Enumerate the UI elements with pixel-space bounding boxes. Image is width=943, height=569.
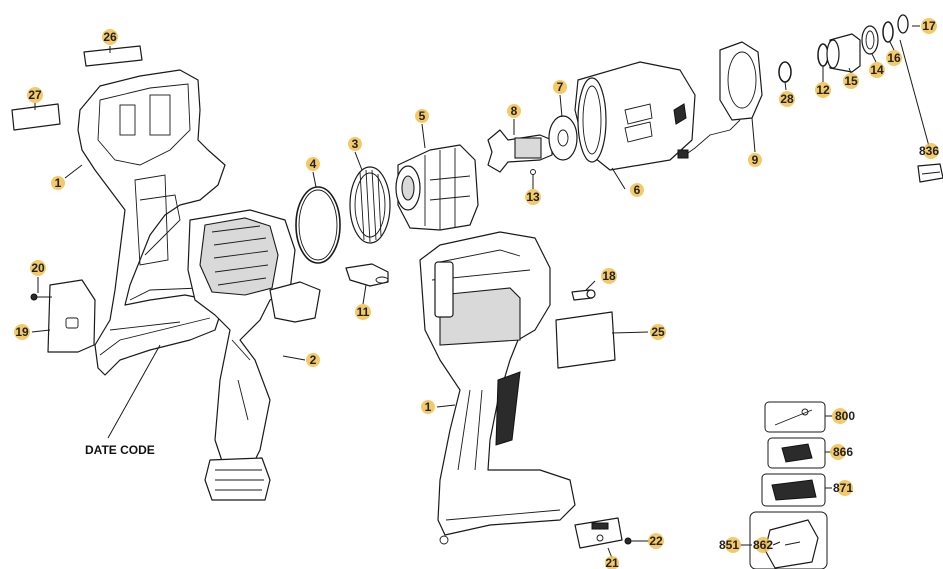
side-cover-19: [47, 279, 96, 353]
svg-text:7: 7: [557, 80, 564, 94]
callout-26: 26: [102, 29, 118, 45]
callout-6: 6: [630, 183, 644, 197]
label-plate-26: [83, 45, 143, 67]
date-code-label: DATE CODE: [85, 443, 155, 457]
left-housing-half: [77, 69, 226, 376]
svg-text:25: 25: [651, 325, 665, 339]
svg-text:20: 20: [31, 261, 45, 275]
callout-851: 851: [719, 537, 741, 553]
svg-text:1: 1: [425, 400, 432, 414]
callout-17: 17: [921, 18, 937, 34]
callout-3: 3: [348, 137, 362, 151]
svg-text:866: 866: [833, 445, 853, 459]
callout-8: 8: [507, 104, 521, 118]
callout-1-left: 1: [51, 176, 65, 190]
callout-7: 7: [553, 80, 567, 94]
belt-clip-21: [574, 517, 623, 549]
washer-7: [548, 115, 578, 161]
svg-text:12: 12: [816, 83, 830, 97]
callout-18: 18: [601, 268, 617, 284]
callout-27: 27: [27, 87, 43, 103]
svg-text:28: 28: [780, 92, 794, 106]
callout-25: 25: [650, 324, 666, 340]
ring-17: [897, 14, 909, 34]
callout-21: 21: [605, 556, 619, 569]
callout-800: 800: [832, 408, 855, 424]
svg-text:851: 851: [719, 538, 739, 552]
motor-handle-assembly: [187, 209, 321, 501]
assembled-tool: [419, 231, 576, 545]
o-ring-28: [778, 61, 792, 83]
callout-9: 9: [748, 153, 762, 167]
svg-text:13: 13: [526, 190, 540, 204]
callout-11: 11: [355, 304, 371, 320]
callout-15: 15: [843, 73, 859, 89]
svg-text:26: 26: [103, 30, 117, 44]
accessory-box-871: [761, 473, 826, 507]
callout-12: 12: [815, 82, 831, 98]
svg-text:862: 862: [753, 538, 773, 552]
hammer-8: [487, 129, 553, 173]
label-plate-27: [11, 103, 61, 131]
svg-text:8: 8: [511, 104, 518, 118]
svg-text:18: 18: [602, 269, 616, 283]
svg-text:14: 14: [870, 63, 884, 77]
screw-20: [30, 293, 52, 301]
callout-22: 22: [648, 533, 664, 549]
callout-5: 5: [415, 109, 429, 123]
svg-text:21: 21: [605, 556, 619, 569]
anvil-assembly-5: [395, 144, 479, 231]
callout-836: 836: [919, 143, 939, 159]
svg-text:1: 1: [55, 176, 62, 190]
o-ring-4: [295, 186, 341, 264]
ball-13: [530, 169, 536, 175]
label-25: [555, 311, 616, 369]
svg-text:5: 5: [419, 109, 426, 123]
svg-text:2: 2: [310, 353, 317, 367]
callout-871: 871: [833, 480, 853, 496]
accessory-box-800: [764, 401, 826, 433]
callout-14: 14: [869, 62, 885, 78]
svg-text:17: 17: [922, 19, 936, 33]
svg-text:22: 22: [649, 534, 663, 548]
gear-case-6: [574, 61, 696, 171]
svg-text:19: 19: [15, 325, 29, 339]
clip-11: [345, 263, 389, 287]
svg-text:27: 27: [28, 88, 42, 102]
callout-862: 862: [753, 537, 773, 553]
callout-2: 2: [306, 353, 320, 367]
svg-text:836: 836: [919, 144, 939, 158]
callout-28: 28: [779, 91, 795, 107]
bit-holder-836: [917, 163, 943, 183]
callout-1-right: 1: [421, 400, 435, 414]
svg-text:9: 9: [752, 153, 759, 167]
sleeve-15: [826, 33, 861, 73]
callout-19: 19: [14, 324, 30, 340]
led-ring-9: [677, 41, 763, 159]
ring-gear-3: [349, 166, 391, 244]
svg-text:6: 6: [634, 183, 641, 197]
svg-text:4: 4: [310, 157, 317, 171]
svg-text:11: 11: [357, 305, 370, 319]
accessory-box-866: [767, 437, 826, 469]
screw-18: [571, 289, 596, 301]
spring-14: [861, 25, 879, 55]
svg-text:16: 16: [887, 51, 901, 65]
svg-text:15: 15: [844, 74, 858, 88]
callout-866: 866: [830, 444, 853, 460]
accessory-box-851: [749, 511, 828, 569]
callout-16: 16: [886, 50, 902, 66]
svg-text:871: 871: [833, 481, 853, 495]
ring-16: [882, 21, 894, 43]
svg-text:3: 3: [352, 137, 359, 151]
callout-20: 20: [30, 260, 46, 276]
svg-text:800: 800: [835, 409, 855, 423]
callout-13: 13: [525, 189, 541, 205]
callout-4: 4: [306, 157, 320, 171]
